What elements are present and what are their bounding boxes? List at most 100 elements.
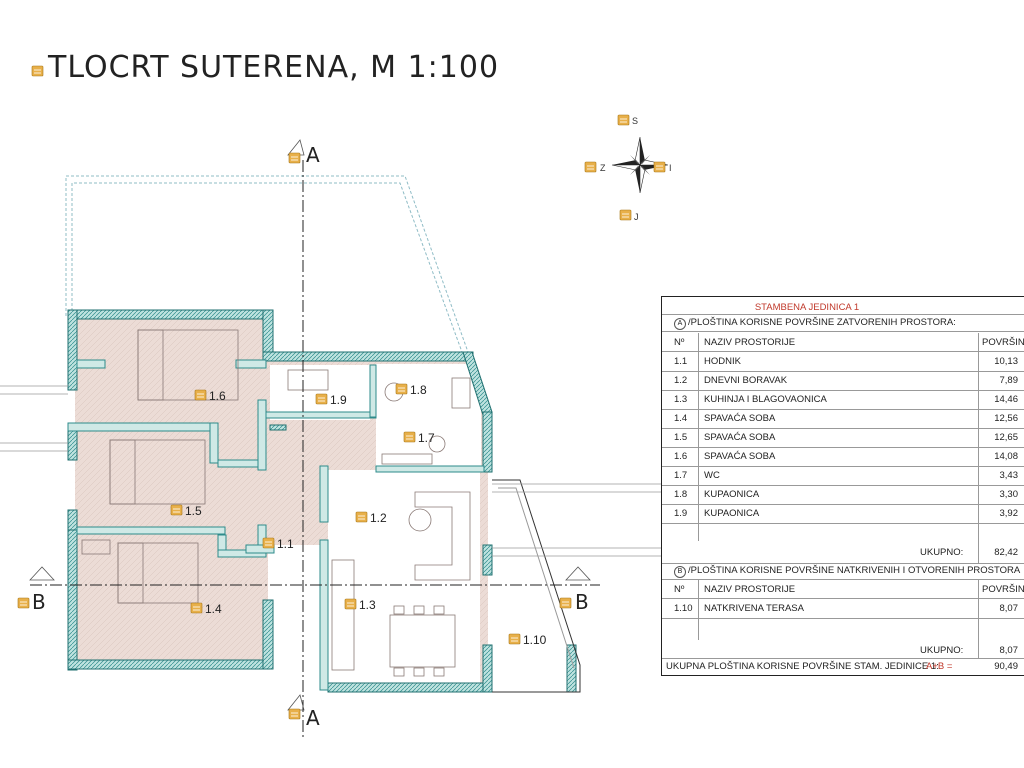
section-a-bottom-tag-icon bbox=[288, 708, 301, 720]
room-name: KUPAONICA bbox=[704, 489, 760, 500]
room-area: 12,56 bbox=[994, 413, 1018, 424]
table-row: 1.2 DNEVNI BORAVAK 7,89 bbox=[662, 371, 1024, 391]
room-label-1-4: 1.4 bbox=[205, 602, 222, 616]
table-row: 1.6 SPAVAĆA SOBA 14,08 bbox=[662, 447, 1024, 467]
room-label-1-3: 1.3 bbox=[359, 598, 376, 612]
table-header-row: STAMBENA JEDINICA 1 bbox=[662, 297, 1024, 315]
table-row: 1.10 NATKRIVENA TERASA 8,07 bbox=[662, 599, 1024, 619]
table-row: 1.9 KUPAONICA 3,92 bbox=[662, 504, 1024, 524]
col-name-header: NAZIV PROSTORIJE bbox=[704, 337, 796, 348]
room-label-1-10: 1.10 bbox=[523, 633, 547, 647]
room-number: 1.4 bbox=[674, 413, 688, 424]
compass-west-label: Z bbox=[600, 163, 606, 173]
terrace bbox=[492, 479, 581, 693]
room-label-1-6: 1.6 bbox=[209, 389, 226, 403]
section-b-title: /PLOŠTINA KORISNE POVRŠINE NATKRIVENIH I… bbox=[688, 565, 1021, 576]
compass-north-tag-icon bbox=[617, 114, 630, 126]
room-name: HODNIK bbox=[704, 356, 741, 367]
compass-south-tag-icon bbox=[619, 209, 632, 221]
total-b-label: UKUPNO: bbox=[920, 645, 964, 656]
area-table: STAMBENA JEDINICA 1 A/PLOŠTINA KORISNE P… bbox=[661, 296, 1024, 676]
room-number: 1.8 bbox=[674, 489, 688, 500]
table-divider bbox=[698, 333, 699, 541]
col-area-header: POVRŠIN bbox=[982, 337, 1024, 348]
table-columns-row: Nº NAZIV PROSTORIJE POVRŠIN bbox=[662, 333, 1024, 352]
section-a-letter: A bbox=[674, 318, 686, 330]
col-name-header-b: NAZIV PROSTORIJE bbox=[704, 584, 796, 595]
section-b-row: B/PLOŠTINA KORISNE POVRŠINE NATKRIVENIH … bbox=[662, 563, 1024, 580]
col-area-header-b: POVRŠIN bbox=[982, 584, 1024, 595]
furniture bbox=[81, 329, 471, 677]
room-label-1-8: 1.8 bbox=[410, 383, 427, 397]
room-name: SPAVAĆA SOBA bbox=[704, 413, 776, 424]
room-label-1-7: 1.7 bbox=[418, 431, 435, 445]
room-number: 1.2 bbox=[674, 375, 688, 386]
room-area: 3,30 bbox=[999, 489, 1019, 500]
room-name: SPAVAĆA SOBA bbox=[704, 432, 776, 443]
table-row: 1.8 KUPAONICA 3,30 bbox=[662, 485, 1024, 505]
room-area: 14,08 bbox=[994, 451, 1018, 462]
table-header: STAMBENA JEDINICA 1 bbox=[754, 302, 860, 313]
table-divider bbox=[978, 541, 979, 563]
room-name: DNEVNI BORAVAK bbox=[704, 375, 788, 386]
table-columns-b-row: Nº NAZIV PROSTORIJE POVRŠIN bbox=[662, 580, 1024, 599]
room-label-1-9: 1.9 bbox=[330, 393, 347, 407]
section-b-right-tag-icon bbox=[559, 597, 572, 609]
room-name: NATKRIVENA TERASA bbox=[704, 603, 804, 614]
room-name: KUPAONICA bbox=[704, 508, 760, 519]
grand-total-value: 90,49 bbox=[994, 661, 1018, 672]
section-b-right-label: B bbox=[575, 590, 589, 614]
table-row: 1.5 SPAVAĆA SOBA 12,65 bbox=[662, 428, 1024, 448]
section-b-left-label: B bbox=[32, 590, 46, 614]
room-area: 14,46 bbox=[994, 394, 1018, 405]
table-divider bbox=[698, 580, 699, 640]
grand-total-formula: A+B = bbox=[926, 661, 953, 672]
room-name: WC bbox=[704, 470, 720, 481]
room-area: 8,07 bbox=[999, 603, 1019, 614]
room-label-1-5: 1.5 bbox=[185, 504, 202, 518]
room-name: KUHINJA I BLAGOVAONICA bbox=[704, 394, 827, 405]
col-no-header-b: Nº bbox=[674, 584, 685, 595]
room-labels: 1.1 1.2 1.3 1.4 1.5 1.6 1.7 1.8 1.9 1.10 bbox=[170, 383, 547, 647]
compass-south-label: J bbox=[634, 212, 639, 222]
section-a-top-tag-icon bbox=[288, 152, 301, 164]
room-number: 1.9 bbox=[674, 508, 688, 519]
room-area: 12,65 bbox=[994, 432, 1018, 443]
total-a-label: UKUPNO: bbox=[920, 547, 964, 558]
title-tag-icon bbox=[31, 65, 44, 77]
table-row: 1.3 KUHINJA I BLAGOVAONICA 14,46 bbox=[662, 390, 1024, 410]
interior-walls bbox=[67, 359, 485, 691]
external-lines bbox=[0, 385, 665, 557]
site-boundary bbox=[65, 175, 469, 353]
grand-total-row: UKUPNA PLOŠTINA KORISNE POVRŠINE STAM. J… bbox=[662, 658, 1024, 674]
room-number: 1.5 bbox=[674, 432, 688, 443]
room-name: SPAVAĆA SOBA bbox=[704, 451, 776, 462]
room-number: 1.3 bbox=[674, 394, 688, 405]
room-area: 7,89 bbox=[999, 375, 1019, 386]
exterior-walls bbox=[67, 309, 577, 693]
room-number: 1.1 bbox=[674, 356, 688, 367]
page-title: TLOCRT SUTERENA, M 1:100 bbox=[47, 50, 499, 85]
compass-east-label: I bbox=[669, 163, 672, 173]
room-number: 1.7 bbox=[674, 470, 688, 481]
section-a-bottom-label: A bbox=[306, 706, 320, 730]
section-a-top-label: A bbox=[306, 143, 320, 167]
floor-area bbox=[75, 318, 488, 692]
table-row: 1.7 WC 3,43 bbox=[662, 466, 1024, 486]
total-b-value: 8,07 bbox=[999, 645, 1019, 656]
table-divider bbox=[978, 333, 979, 541]
room-label-1-2: 1.2 bbox=[370, 511, 387, 525]
compass-north-label: S bbox=[632, 116, 638, 126]
room-area: 3,92 bbox=[999, 508, 1019, 519]
total-a-row: UKUPNO: 82,42 bbox=[662, 541, 1024, 564]
total-b-row: UKUPNO: 8,07 bbox=[662, 640, 1024, 659]
room-area: 3,43 bbox=[999, 470, 1019, 481]
total-a-value: 82,42 bbox=[994, 547, 1018, 558]
room-number: 1.6 bbox=[674, 451, 688, 462]
section-a-row: A/PLOŠTINA KORISNE POVRŠINE ZATVORENIH P… bbox=[662, 315, 1024, 332]
grand-total-label: UKUPNA PLOŠTINA KORISNE POVRŠINE STAM. J… bbox=[666, 661, 939, 672]
room-number: 1.10 bbox=[674, 603, 693, 614]
room-label-1-1: 1.1 bbox=[277, 537, 294, 551]
